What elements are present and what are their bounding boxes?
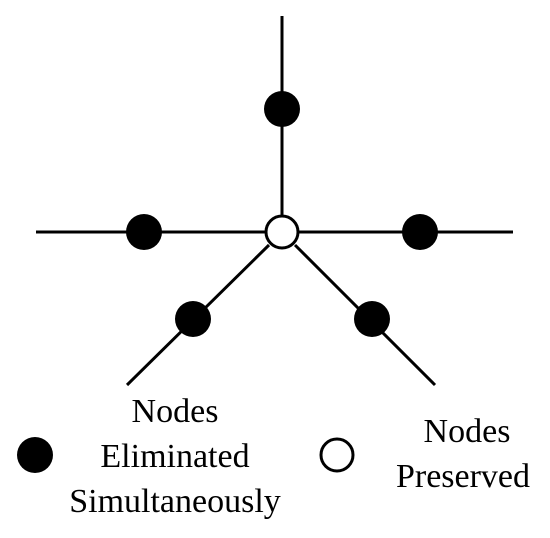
legend-eliminated-line1: Nodes [132, 393, 219, 430]
legend-eliminated-line2: Eliminated [100, 438, 249, 475]
eliminated-node-lower-left [175, 301, 211, 337]
eliminated-node-lower-right [354, 301, 390, 337]
legend-eliminated-line3: Simultaneously [69, 483, 281, 520]
legend-preserved-line1: Nodes [424, 413, 511, 450]
eliminated-node-right [402, 214, 438, 250]
preserved-node-center [264, 214, 300, 250]
eliminated-node-left [126, 214, 162, 250]
eliminated-node-top [264, 91, 300, 127]
legend-preserved-line2: Preserved [396, 458, 530, 495]
legend-preserved-marker [319, 437, 355, 473]
legend-eliminated-marker [17, 437, 53, 473]
